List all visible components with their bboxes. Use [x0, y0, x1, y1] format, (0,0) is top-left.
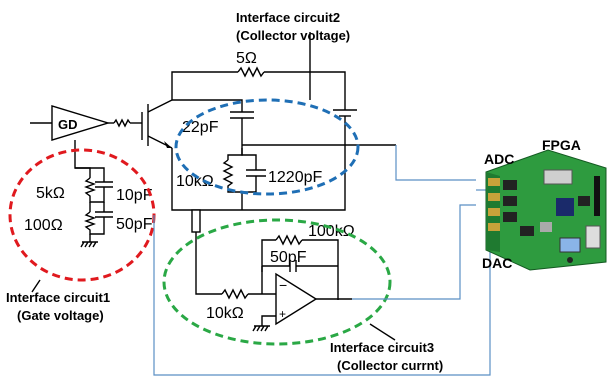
label-10pf: 10pF — [116, 187, 153, 204]
cap-10pf — [95, 181, 113, 188]
label-100k: 100kΩ — [308, 223, 355, 240]
shunt-resistor — [191, 209, 201, 233]
resistor-10k-div — [222, 159, 234, 188]
resistor-5k — [84, 177, 96, 200]
fpga-label: FPGA — [542, 137, 581, 153]
svg-text:−: − — [279, 277, 287, 293]
ic2-title: Interface circuit2 — [236, 10, 340, 25]
ic1-title: Interface circuit1 — [6, 290, 110, 305]
label-22pf: 22pF — [182, 119, 219, 136]
label-100: 100Ω — [24, 217, 63, 234]
svg-text:+: + — [279, 307, 286, 321]
resistor-gate — [113, 118, 131, 128]
label-5k: 5kΩ — [36, 185, 65, 202]
gate-driver — [51, 105, 111, 141]
label-50pf-amp: 50pF — [270, 249, 307, 266]
interface-circuit1-ring — [8, 148, 156, 282]
ic2-subtitle: (Collector voltage) — [236, 28, 350, 43]
signal-wire-current — [352, 204, 476, 300]
label-10k-amp: 10kΩ — [206, 305, 244, 322]
gd-label: GD — [58, 117, 78, 132]
fpga-board — [485, 149, 607, 271]
ground-amp — [252, 325, 270, 332]
resistor-100 — [84, 211, 96, 232]
resistor-5ohm — [237, 66, 265, 78]
ic1-subtitle: (Gate voltage) — [17, 308, 104, 323]
interface-circuit3-ring — [162, 218, 392, 346]
dac-label: DAC — [482, 255, 512, 271]
label-5ohm: 5Ω — [236, 50, 257, 67]
ground-gate — [80, 241, 98, 248]
signal-wire-voltage — [395, 145, 476, 181]
resistor-100k — [275, 234, 303, 246]
label-1220pf: 1220pF — [268, 169, 322, 186]
adc-label: ADC — [484, 151, 514, 167]
label-10k-div: 10kΩ — [176, 173, 214, 190]
cap-22pf — [230, 111, 254, 119]
ic3-subtitle: (Collector currnt) — [337, 358, 443, 373]
cap-50pf-gate — [95, 211, 113, 218]
igbt-transistor — [141, 99, 173, 149]
cap-1220pf — [246, 169, 266, 177]
resistor-10k-amp — [221, 288, 249, 300]
label-50pf-gate: 50pF — [116, 216, 153, 233]
interface-circuit2-ring — [174, 98, 360, 196]
op-amp — [275, 272, 318, 326]
signal-wire-gate — [153, 215, 491, 376]
ic3-title: Interface circuit3 — [330, 340, 434, 355]
